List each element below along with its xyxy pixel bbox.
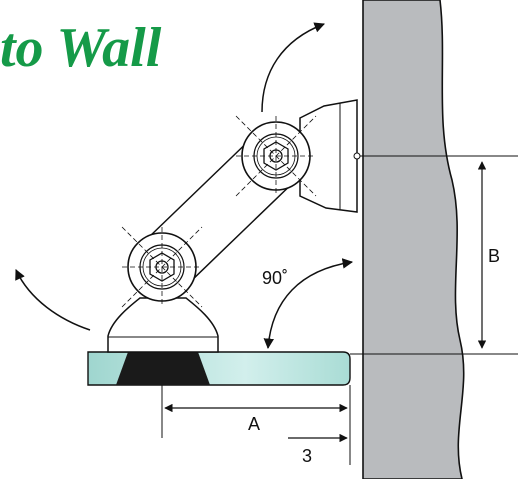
- wall-bracket: [299, 99, 358, 213]
- pivot-point: [353, 152, 361, 160]
- rotate-arrow-icon: [15, 269, 91, 331]
- dimension-offset-label: 3: [302, 446, 312, 466]
- gasket-pad: [116, 352, 210, 385]
- wall: [362, 0, 465, 480]
- rotate-arrow-icon: [261, 22, 325, 113]
- page-title: to Wall: [0, 17, 162, 79]
- angle-arrow: [263, 258, 354, 350]
- angle-label: 90˚: [262, 268, 288, 288]
- base-plate: [107, 297, 219, 353]
- dimension-a-label: A: [248, 414, 260, 434]
- dimension-b-label: B: [488, 246, 500, 266]
